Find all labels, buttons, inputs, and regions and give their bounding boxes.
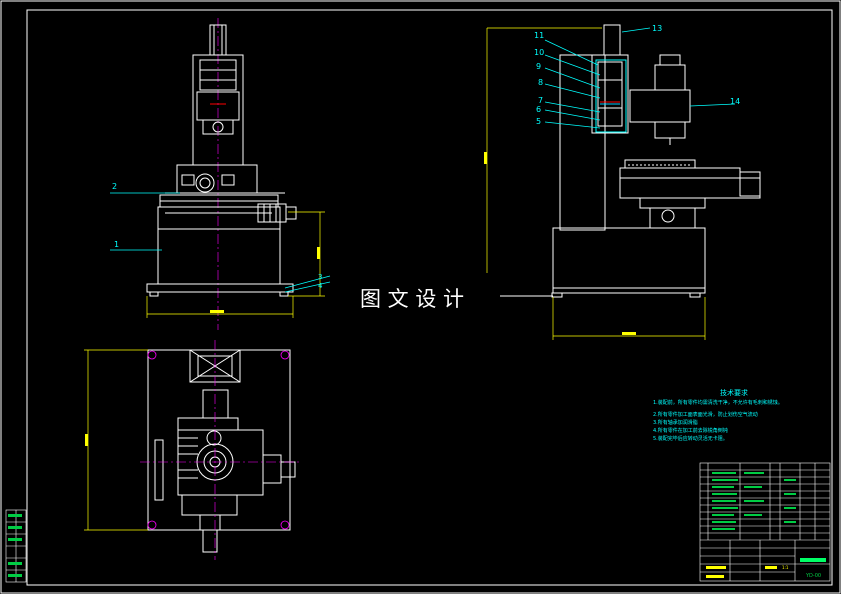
callout-13: 13 bbox=[652, 24, 662, 33]
callout-6: 6 bbox=[536, 105, 541, 114]
parts-list bbox=[699, 462, 831, 582]
callout-7: 7 bbox=[538, 96, 543, 105]
callout-4: 4 bbox=[318, 282, 323, 290]
binding-strip bbox=[5, 509, 27, 583]
tech-notes-title: 技术要求 bbox=[720, 388, 748, 397]
callout-5: 5 bbox=[536, 117, 541, 126]
tech-note-1: 1.装配前，所有零件均需清洗干净，不允许有毛刺和锈蚀。 bbox=[653, 399, 783, 406]
side-view-dimensions bbox=[486, 27, 706, 340]
tech-note-3: 3.所有轴承加润滑脂 bbox=[653, 419, 698, 426]
side-view-dim-text bbox=[484, 152, 636, 335]
watermark-text: 图 文 设 计 bbox=[360, 287, 464, 311]
callout-1: 1 bbox=[114, 240, 119, 249]
top-view-dim-text bbox=[85, 434, 88, 446]
callout-3: 3 bbox=[318, 273, 322, 281]
title-block-code: YD-00 bbox=[805, 573, 821, 579]
tech-note-4: 4.所有零件在加工前去除锐角倒钝 bbox=[653, 427, 728, 434]
title-block-scale: 1:1 bbox=[782, 565, 789, 570]
front-view bbox=[146, 18, 297, 330]
callout-2: 2 bbox=[112, 182, 117, 191]
tech-note-2: 2.所有零件加工面表面光滑，防止划伤空气流动 bbox=[653, 411, 758, 418]
side-view-leaders bbox=[544, 27, 736, 129]
callout-11: 11 bbox=[534, 31, 544, 40]
inner-frame bbox=[26, 9, 833, 586]
top-view bbox=[147, 349, 296, 553]
callout-10: 10 bbox=[534, 48, 544, 57]
front-view-leaders bbox=[110, 192, 331, 293]
tech-notes: 技术要求 1.装配前，所有零件均需清洗干净，不允许有毛刺和锈蚀。 2.所有零件加… bbox=[653, 388, 783, 442]
callout-14: 14 bbox=[730, 97, 740, 106]
callout-8: 8 bbox=[538, 78, 543, 87]
parts-list-entries bbox=[706, 472, 826, 578]
binding-strip-marks bbox=[8, 514, 22, 577]
side-view-accents bbox=[595, 59, 690, 166]
top-view-dimensions bbox=[84, 349, 148, 531]
side-view bbox=[551, 24, 761, 298]
front-view-dim-text bbox=[210, 247, 320, 313]
callout-9: 9 bbox=[536, 62, 541, 71]
front-view-dimensions bbox=[146, 211, 325, 318]
top-view-holes bbox=[140, 340, 300, 560]
tech-note-5: 5.装配完毕后应转动灵活无卡阻。 bbox=[653, 435, 728, 442]
